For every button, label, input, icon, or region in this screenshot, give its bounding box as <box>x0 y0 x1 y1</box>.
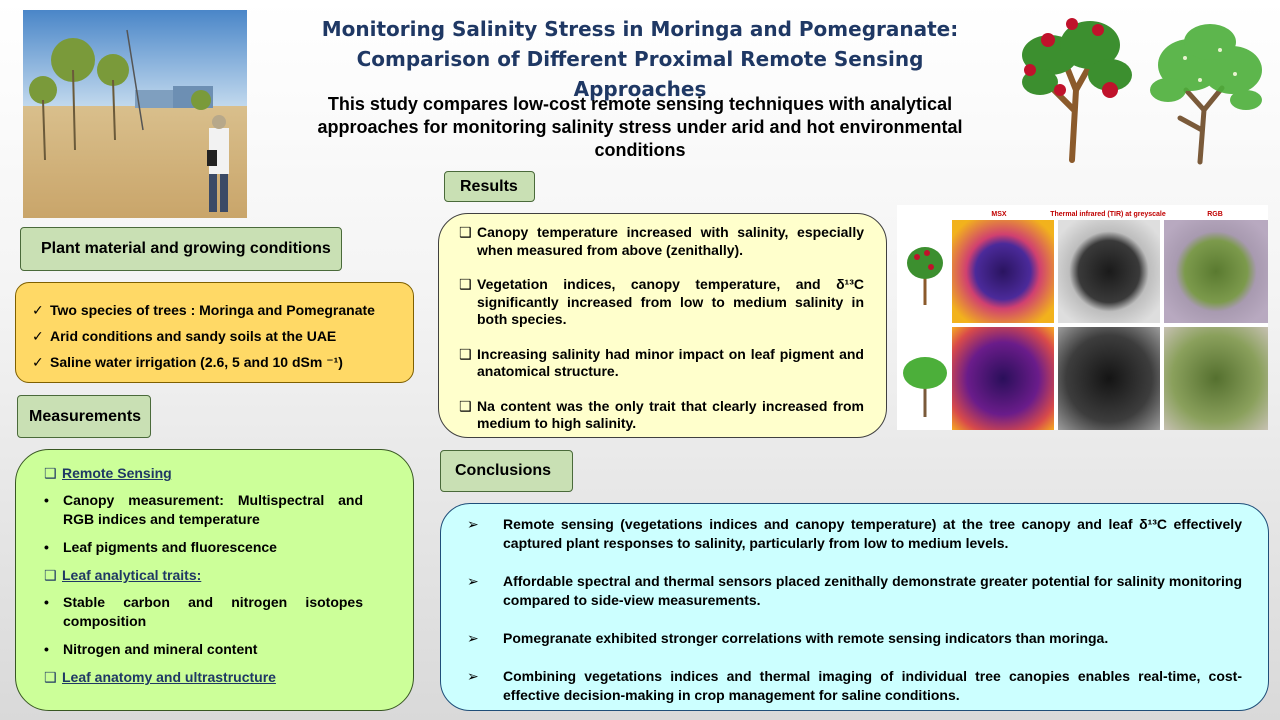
checkmark-icon: ✓ <box>32 354 44 370</box>
list-item: ➢ Remote sensing (vegetations indices an… <box>467 516 1242 551</box>
title-line-2: Comparison of Different Proximal Remote … <box>356 47 924 101</box>
checkmark-icon: ✓ <box>32 328 44 344</box>
bullet-icon: • <box>44 594 49 610</box>
moringa-small-icon <box>903 357 947 417</box>
checkmark-icon: ✓ <box>32 302 44 318</box>
checkbox-square-icon: ❑ <box>459 397 472 414</box>
leaf-analytical-heading: ❑ Leaf analytical traits: <box>44 567 202 583</box>
arrow-bullet-icon: ➢ <box>467 668 479 684</box>
trees-illustration <box>1010 10 1272 170</box>
checkbox-square-icon: ❑ <box>459 345 472 362</box>
title-line-1: Monitoring Salinity Stress in Moringa an… <box>321 17 959 41</box>
checkbox-square-icon: ❑ <box>44 567 57 583</box>
pomegranate-tree-icon <box>1022 18 1132 163</box>
results-heading: Results <box>444 171 535 202</box>
leaf-anatomy-heading: ❑ Leaf anatomy and ultrastructure <box>44 669 276 685</box>
sensor-comparison-figure: MSX Thermal infrared (TIR) at greyscale … <box>897 205 1268 430</box>
measurements-box: ❑ Remote Sensing • Canopy measurement: M… <box>15 449 414 711</box>
poster-title: Monitoring Salinity Stress in Moringa an… <box>300 14 980 104</box>
list-item: • Leaf pigments and fluorescence <box>44 539 277 555</box>
moringa-tree-icon <box>1150 24 1262 165</box>
list-item: ➢ Pomegranate exhibited stronger correla… <box>467 630 1109 646</box>
list-item: ❑ Na content was the only trait that cle… <box>459 397 864 432</box>
study-summary: This study compares low-cost remote sens… <box>317 94 963 160</box>
figure-col-tir: Thermal infrared (TIR) at greyscale <box>1050 211 1166 218</box>
checkbox-square-icon: ❑ <box>44 669 57 685</box>
remote-sensing-heading: ❑ Remote Sensing <box>44 465 172 481</box>
list-item: ❑ Increasing salinity had minor impact o… <box>459 345 864 380</box>
figure-col-msx: MSX <box>991 211 1007 218</box>
list-item: ❑ Canopy temperature increased with sali… <box>459 224 864 258</box>
list-item: ➢ Affordable spectral and thermal sensor… <box>467 573 1242 608</box>
checkbox-square-icon: ❑ <box>459 276 472 292</box>
conclusions-box: ➢ Remote sensing (vegetations indices an… <box>440 503 1269 711</box>
checkbox-square-icon: ❑ <box>44 465 57 481</box>
list-item: ✓ Saline water irrigation (2.6, 5 and 10… <box>32 349 413 375</box>
arrow-bullet-icon: ➢ <box>467 630 479 646</box>
list-item: ❑ Vegetation indices, canopy temperature… <box>459 276 864 327</box>
list-item: • Stable carbon and nitrogen isotopes co… <box>44 594 363 629</box>
list-item: ✓ Two species of trees : Moringa and Pom… <box>32 297 413 323</box>
list-item: ➢ Combining vegetations indices and ther… <box>467 668 1242 703</box>
conclusions-heading: Conclusions <box>440 450 573 492</box>
results-box: ❑ Canopy temperature increased with sali… <box>438 213 887 438</box>
list-item: • Canopy measurement: Multispectral and … <box>44 492 363 527</box>
plant-material-heading: Plant material and growing conditions <box>20 227 342 271</box>
plant-material-box: ✓ Two species of trees : Moringa and Pom… <box>15 282 414 383</box>
arrow-bullet-icon: ➢ <box>467 573 479 589</box>
bullet-icon: • <box>44 641 49 657</box>
list-item: ✓ Arid conditions and sandy soils at the… <box>32 323 413 349</box>
measurements-heading: Measurements <box>17 395 151 438</box>
pomegranate-small-icon <box>907 247 943 305</box>
arrow-bullet-icon: ➢ <box>467 516 479 532</box>
field-photo <box>23 10 247 218</box>
list-item: • Nitrogen and mineral content <box>44 641 258 657</box>
bullet-icon: • <box>44 539 49 555</box>
checkbox-square-icon: ❑ <box>459 224 472 240</box>
bullet-icon: • <box>44 492 49 508</box>
figure-col-rgb: RGB <box>1207 211 1223 218</box>
